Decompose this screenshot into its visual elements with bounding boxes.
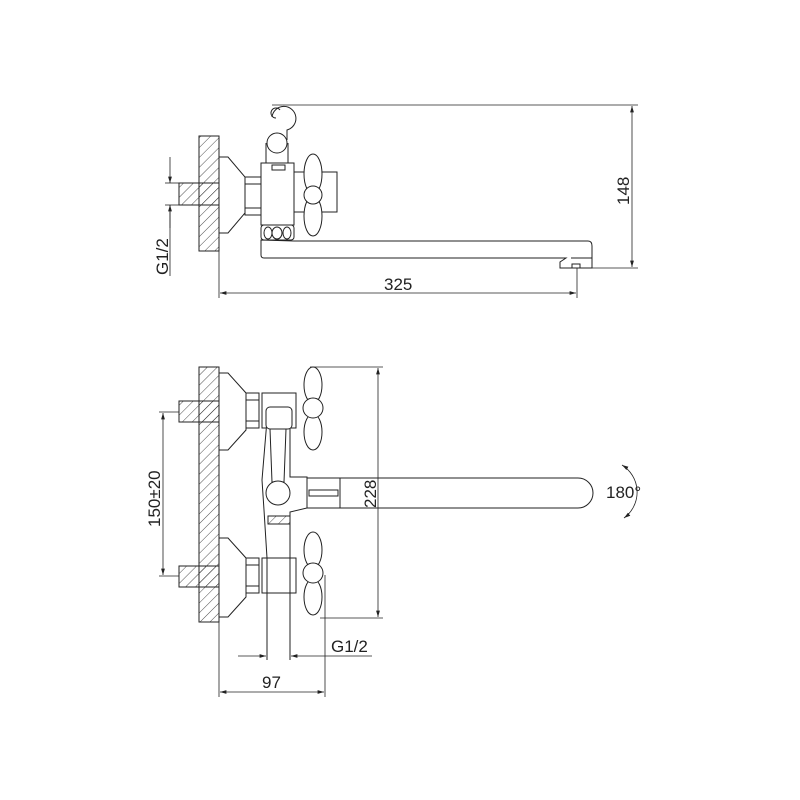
dim-length-label: 325 (384, 275, 412, 294)
wall-flange-lower (218, 537, 247, 618)
dim-height-top: 148 (272, 104, 638, 269)
hex-nut (244, 176, 262, 216)
wall-section (198, 366, 220, 623)
dim-thread-label: G1/2 (153, 238, 172, 275)
diverter-pivot (265, 480, 291, 506)
cross-handle-upper (302, 366, 324, 451)
dim-spacing: 150±20 (145, 411, 179, 577)
inlet-pipe-upper (178, 400, 220, 423)
spout (260, 239, 593, 269)
rotation-indicator: 180° (606, 464, 641, 519)
dim-thread-front: G1/2 (238, 637, 372, 658)
hex-nut-lower (245, 557, 260, 594)
dim-height-front: 228 (310, 366, 383, 619)
top-view: G1/2 148 325 (153, 104, 638, 298)
rotation-arrow-icon (621, 464, 638, 519)
front-view: 150±20 228 G1/2 97 180° (145, 366, 641, 697)
dim-thread-top: G1/2 (153, 157, 179, 276)
section-cut (267, 515, 291, 525)
dim-spacing-label: 150±20 (145, 470, 164, 527)
wall-flange-upper (218, 372, 247, 451)
wall-flange (218, 156, 246, 234)
spout (339, 477, 594, 509)
rotation-label: 180° (606, 483, 641, 502)
shower-hook (271, 105, 297, 140)
cross-handle-lower (302, 531, 324, 616)
hex-nut-upper (245, 392, 260, 429)
dim-depth: 97 (218, 575, 326, 697)
diverter-lever (269, 428, 287, 483)
diverter (265, 406, 293, 430)
dim-depth-label: 97 (262, 673, 281, 692)
inlet-pipe-lower (178, 565, 220, 588)
mixer-body (260, 162, 295, 226)
dim-height-label: 148 (614, 177, 633, 205)
inlet-pipe (178, 182, 220, 206)
handle-cap (303, 185, 323, 205)
dim-thread-label: G1/2 (331, 637, 368, 656)
dim-height-label: 228 (361, 480, 380, 508)
spout-connector (306, 477, 341, 509)
hook-swivel (266, 132, 288, 154)
aerator (571, 263, 581, 269)
dim-length-top: 325 (218, 251, 578, 298)
